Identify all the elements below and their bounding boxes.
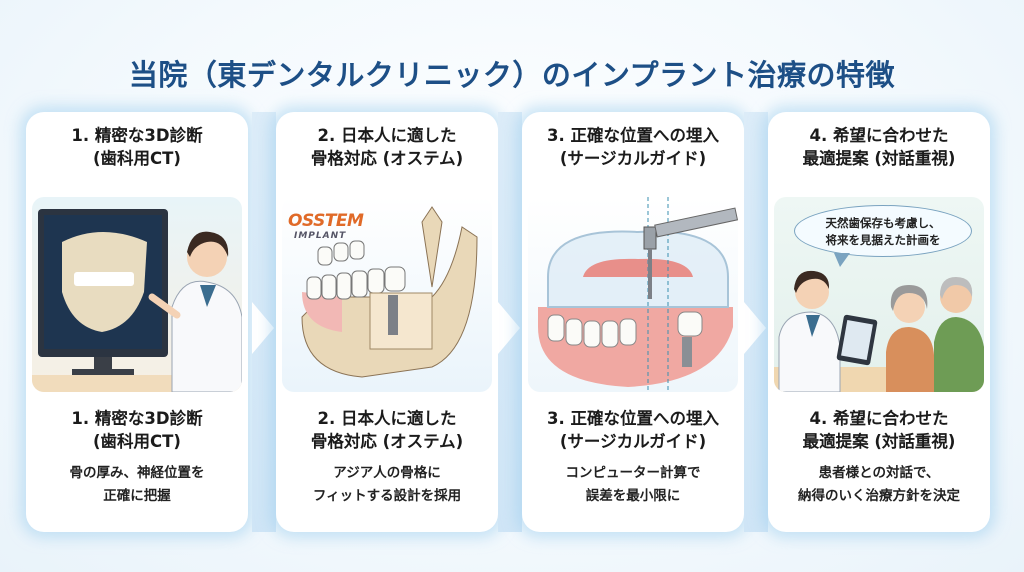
- card-description-line2: フィットする設計を採用: [312, 488, 462, 504]
- card-description: 患者様との対話で、 納得のいく治療方針を決定: [768, 462, 990, 508]
- card-heading-line1: 1. 精密な3D診断: [71, 126, 203, 145]
- card-heading-line1: 4. 希望に合わせた: [809, 126, 949, 145]
- jaw-implant-illustration: OSSTEM IMPLANT: [282, 197, 492, 392]
- chevron-right-icon: [252, 302, 274, 354]
- step-arrow: [498, 112, 522, 532]
- card-description-line1: 骨の厚み、神経位置を: [69, 465, 205, 481]
- card-heading-line1: 3. 正確な位置への埋入: [547, 126, 719, 145]
- speech-bubble-line1: 天然歯保存も考慮し、: [825, 216, 941, 230]
- card-heading-line2: (サージカルガイド): [559, 149, 707, 168]
- speech-bubble: 天然歯保存も考慮し、 将来を見据えた計画を: [794, 205, 972, 257]
- feature-card-consultation: 4. 希望に合わせた 最適提案 (対話重視) 天然歯保存も考慮し、 将来を見据え…: [768, 112, 990, 532]
- card-heading: 1. 精密な3D診断 (歯科用CT): [26, 124, 248, 170]
- card-subheading-line1: 2. 日本人に適した: [317, 409, 457, 428]
- ct-diagnosis-illustration: [32, 197, 242, 392]
- card-subheading: 1. 精密な3D診断 (歯科用CT): [26, 407, 248, 453]
- consultation-illustration: 天然歯保存も考慮し、 将来を見据えた計画を: [774, 197, 984, 392]
- card-description-line2: 正確に把握: [103, 488, 171, 504]
- card-subheading-line1: 3. 正確な位置への埋入: [547, 409, 719, 428]
- card-description-line2: 納得のいく治療方針を決定: [798, 488, 960, 504]
- card-subheading-line2: 最適提案 (対話重視): [802, 432, 956, 451]
- speech-bubble-tail: [834, 253, 850, 267]
- card-description-line1: コンピューター計算で: [565, 465, 701, 481]
- card-subheading-line1: 1. 精密な3D診断: [71, 409, 203, 428]
- card-heading-line2: 最適提案 (対話重視): [802, 149, 956, 168]
- card-heading: 2. 日本人に適した 骨格対応 (オステム): [276, 124, 498, 170]
- card-heading: 3. 正確な位置への埋入 (サージカルガイド): [522, 124, 744, 170]
- card-heading: 4. 希望に合わせた 最適提案 (対話重視): [768, 124, 990, 170]
- step-arrow: [744, 112, 768, 532]
- card-description: 骨の厚み、神経位置を 正確に把握: [26, 462, 248, 508]
- speech-bubble-line2: 将来を見据えた計画を: [825, 233, 941, 247]
- card-heading-line2: 骨格対応 (オステム): [310, 149, 464, 168]
- card-subheading-line2: (歯科用CT): [93, 432, 181, 451]
- card-description: コンピューター計算で 誤差を最小限に: [522, 462, 744, 508]
- page-title: 当院（東デンタルクリニック）のインプラント治療の特徴: [128, 58, 896, 92]
- card-subheading: 2. 日本人に適した 骨格対応 (オステム): [276, 407, 498, 453]
- feature-card-surgical-guide: 3. 正確な位置への埋入 (サージカルガイド) 3. 正確な位置への埋入 (サー…: [522, 112, 744, 532]
- card-description-line1: 患者様との対話で、: [818, 465, 940, 481]
- osstem-logo-brand: OSSTEM: [288, 211, 364, 231]
- surgical-guide-illustration: [528, 197, 738, 392]
- feature-card-ct-diagnosis: 1. 精密な3D診断 (歯科用CT) 1. 精密な3D診断 (歯科用CT) 骨の…: [26, 112, 248, 532]
- card-subheading: 4. 希望に合わせた 最適提案 (対話重視): [768, 407, 990, 453]
- card-description-line1: アジア人の骨格に: [333, 465, 441, 481]
- card-subheading-line1: 4. 希望に合わせた: [809, 409, 949, 428]
- feature-card-osstem: 2. 日本人に適した 骨格対応 (オステム) OSSTEM IMPLANT 2.…: [276, 112, 498, 532]
- card-description-line2: 誤差を最小限に: [585, 488, 681, 504]
- card-heading-line1: 2. 日本人に適した: [317, 126, 457, 145]
- chevron-right-icon: [498, 302, 520, 354]
- card-subheading-line2: (サージカルガイド): [559, 432, 707, 451]
- chevron-right-icon: [744, 302, 766, 354]
- card-subheading-line2: 骨格対応 (オステム): [310, 432, 464, 451]
- card-heading-line2: (歯科用CT): [93, 149, 181, 168]
- osstem-logo-sub: IMPLANT: [294, 231, 347, 241]
- osstem-logo: OSSTEM IMPLANT: [288, 211, 364, 241]
- card-subheading: 3. 正確な位置への埋入 (サージカルガイド): [522, 407, 744, 453]
- step-arrow: [252, 112, 276, 532]
- card-description: アジア人の骨格に フィットする設計を採用: [276, 462, 498, 508]
